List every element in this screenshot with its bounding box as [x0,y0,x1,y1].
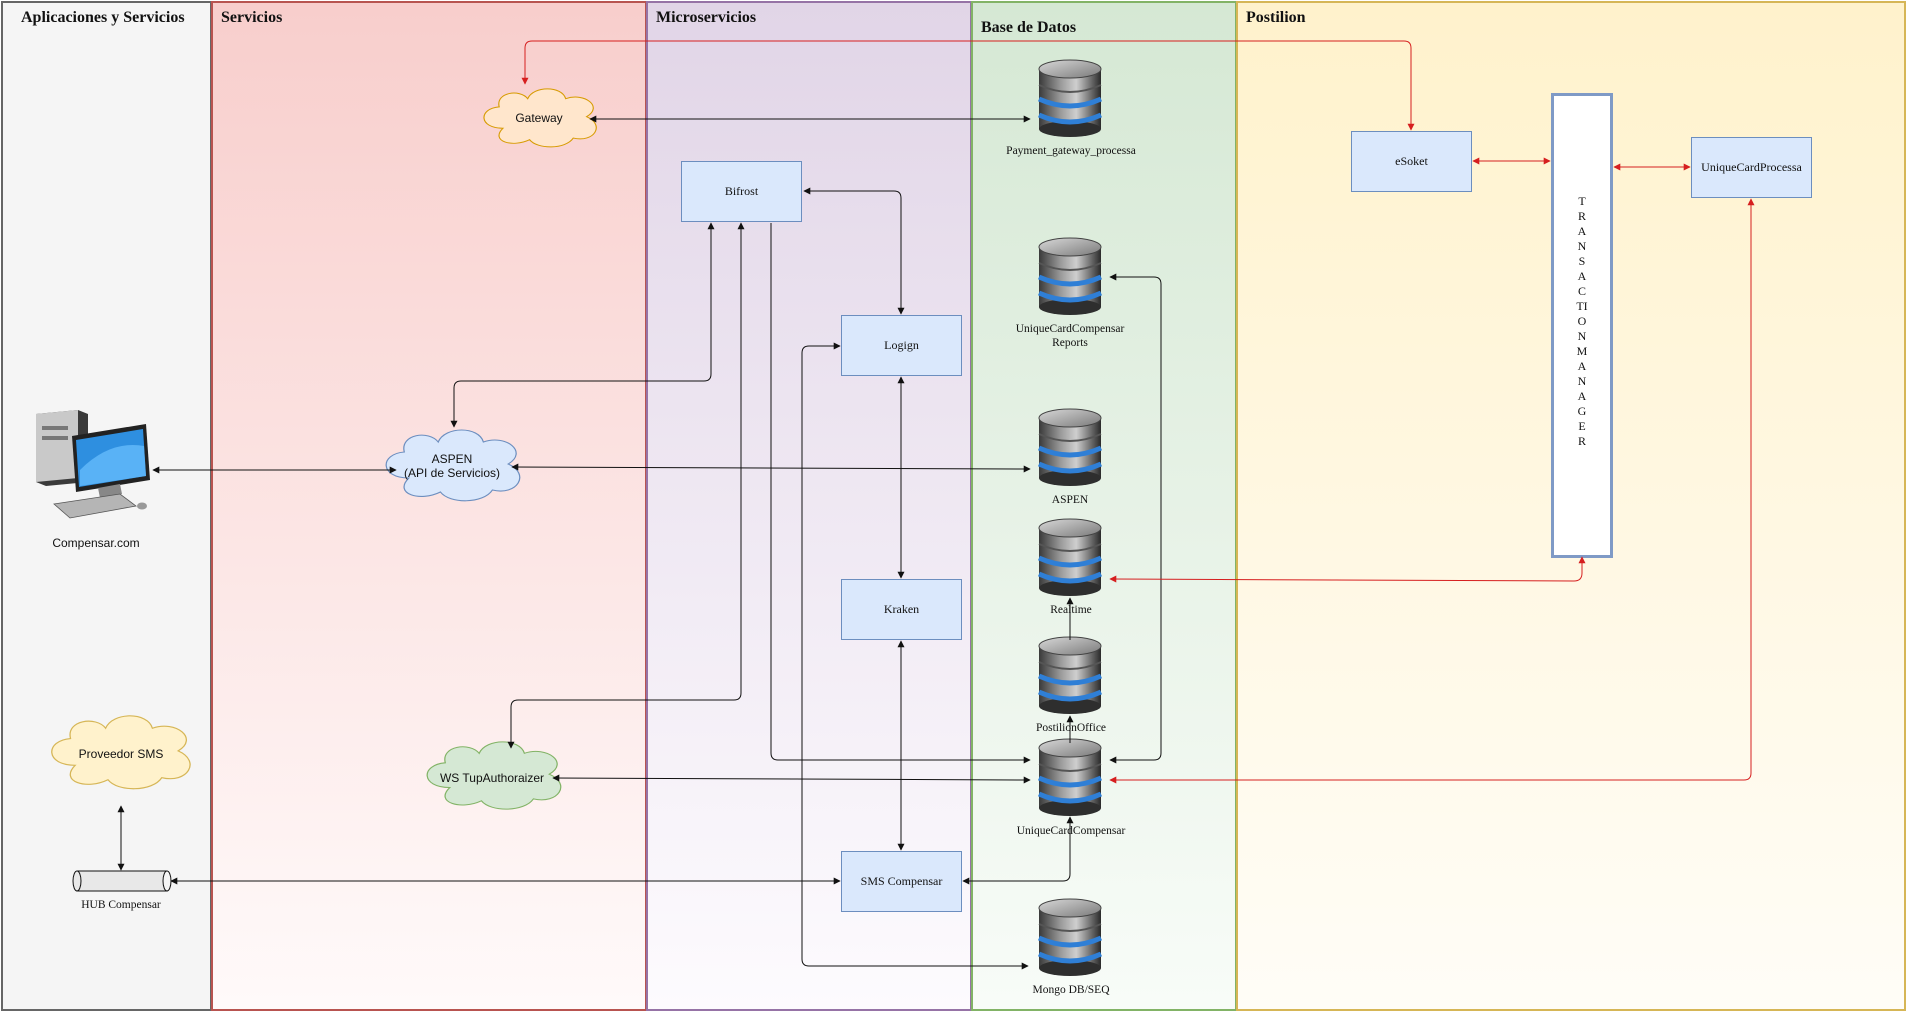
compensar-com-label: Compensar.com [52,536,140,550]
kraken-box[interactable]: Kraken [841,579,962,640]
bifrost-box[interactable]: Bifrost [681,161,802,222]
transaction-manager-box[interactable]: TRANSACTION MANAGER [1551,93,1613,558]
hub-compensar-pipe[interactable] [72,870,172,892]
ws-tupauthoraizer-label: WS TupAuthoraizer [439,771,545,785]
logign-box[interactable]: Logign [841,315,962,376]
db-realtime-label: Realtime [1050,604,1092,616]
db-mongo-icon[interactable] [1039,899,1101,976]
aspen-api-label-line1: ASPEN [431,452,473,466]
sms-compensar-box[interactable]: SMS Compensar [841,851,962,912]
db-uniquecard-reports-line1: UniqueCardCompensar [1015,323,1125,335]
computer-icon [36,410,150,519]
db-postilion-office-icon[interactable] [1039,637,1101,714]
esoket-box[interactable]: eSoket [1351,131,1472,192]
db-uniquecard-compensar-icon[interactable] [1039,739,1101,816]
transaction-manager-label: TRANSACTION MANAGER [1576,194,1590,448]
db-uniquecard-reports-label: UniqueCardCompensar Reports [1016,322,1125,350]
db-aspen-label: ASPEN [1051,494,1089,506]
db-realtime-icon[interactable] [1039,519,1101,596]
db-uniquecard-reports-icon[interactable] [1039,238,1101,315]
lane-title-aplicaciones: Aplicaciones y Servicios [21,9,185,26]
aspen-api-label-line2: (API de Servicios) [403,466,501,480]
db-uniquecard-compensar-label: UniqueCardCompensar [1016,825,1126,837]
lane-title-base-de-datos: Base de Datos [981,19,1077,36]
proveedor-sms-label: Proveedor SMS [78,747,164,761]
aspen-api-label: ASPEN (API de Servicios) [404,452,500,480]
db-payment-gateway-label: Payment_gateway_processa [1006,145,1136,157]
hub-compensar-label: HUB Compensar [81,899,161,911]
db-aspen-icon[interactable] [1039,409,1101,486]
lane-title-microservicios: Microservicios [656,9,757,26]
db-mongo-label: Mongo DB/SEQ [1032,984,1110,996]
gateway-label: Gateway [515,111,563,125]
uniquecard-processa-box[interactable]: UniqueCardProcessa [1691,137,1812,198]
db-uniquecard-reports-line2: Reports [1052,337,1088,349]
db-payment-gateway-icon[interactable] [1039,60,1101,137]
lane-title-postilion: Postilion [1246,9,1306,26]
db-postilion-office-label: PostilionOffice [1035,722,1107,734]
lane-title-servicios: Servicios [221,9,283,26]
